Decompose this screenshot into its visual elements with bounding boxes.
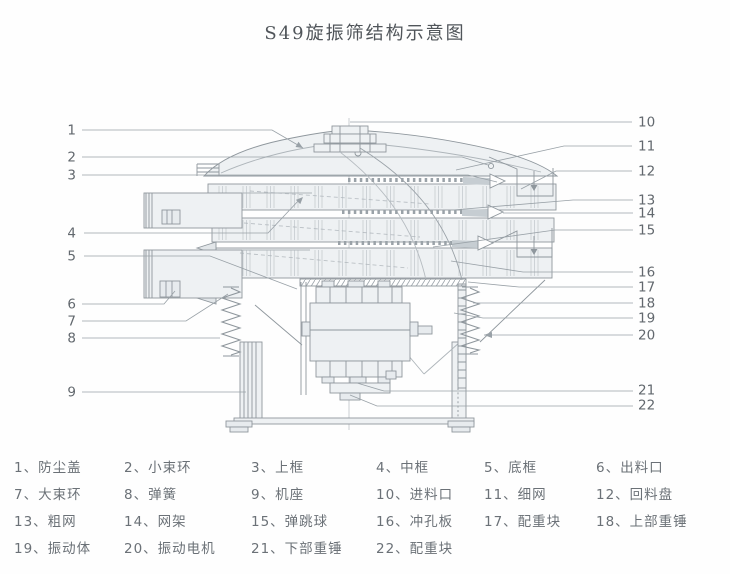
callout-number-10: 10 [638,115,655,131]
legend-item-11: 11、细网 [484,486,547,503]
machine-drawing [143,118,559,433]
legend-item-18: 18、上部重锤 [596,513,688,530]
leader-11 [455,145,632,171]
return-duct-upper [488,156,554,197]
return-duct-lower [491,228,553,258]
leader-3 [82,174,498,183]
spout-arrow [487,204,505,220]
callout-number-16: 16 [638,265,655,281]
leader-7 [82,293,229,322]
callout-number-13: 13 [638,193,655,209]
callout-number-21: 21 [638,383,655,399]
legend-item-10: 10、进料口 [376,486,454,503]
page-title: S49旋振筛结构示意图 [264,23,466,44]
leader-6 [82,290,176,305]
callout-number-12: 12 [638,164,655,180]
left-callout-numbers: 1 2 3 4 5 678 9 [67,123,76,401]
legend-item-13: 13、粗网 [14,513,77,530]
legend-item-2: 2、小束环 [124,459,192,476]
legend-item-7: 7、大束环 [14,486,82,503]
callout-number-22: 22 [638,398,655,414]
callout-number-5: 5 [67,249,76,265]
legend-item-14: 14、网架 [124,513,187,530]
left-chute-upper [143,192,312,229]
leader-22 [349,394,633,407]
leader-13 [452,199,633,211]
leader-2 [82,156,489,166]
leader-lines [82,121,633,407]
callout-number-15: 15 [638,223,655,239]
callout-number-20: 20 [638,328,655,344]
leader-1 [82,129,304,149]
legend-item-6: 6、出料口 [596,459,664,476]
legend-item-19: 19、振动体 [14,540,92,557]
vibration-motor [301,280,433,401]
legend-item-5: 5、底框 [484,459,538,476]
callout-number-6: 6 [67,297,76,313]
legend-item-20: 20、振动电机 [124,540,216,557]
legend-item-21: 21、下部重锤 [251,540,343,557]
callout-number-4: 4 [67,226,76,242]
callout-number-17: 17 [638,280,655,296]
parts-legend: 1、防尘盖 2、小束环 3、上框 4、中框 5、底框 6、出料口 7、大束环 8、弹簧 9、机座… [14,452,728,560]
callout-number-3: 3 [67,168,76,184]
left-chute-lower [143,249,310,299]
legend-item-12: 12、回料盘 [596,486,674,503]
leader-4 [84,198,301,234]
spout-arrow [489,173,507,189]
leader-21 [356,382,633,392]
legend-item-17: 17、配重块 [484,513,562,530]
leader-12 [520,170,632,190]
small-clamp-ring [487,162,495,170]
callout-number-11: 11 [638,139,655,155]
callout-number-19: 19 [638,311,655,327]
legend-item-3: 3、上框 [251,459,305,476]
legend-item-9: 9、机座 [251,486,305,503]
legend-item-22: 22、配重块 [376,540,454,557]
callout-number-1: 1 [67,123,76,139]
callout-number-7: 7 [67,314,76,330]
upper-weight [315,286,403,304]
leader-16 [450,260,633,273]
leader-19 [453,312,633,319]
screen-mesh-bands [338,173,507,251]
callout-number-2: 2 [67,150,76,166]
leader-15 [432,229,633,248]
callout-number-14: 14 [638,206,655,222]
legend-item-4: 4、中框 [376,459,430,476]
dust-cover [202,129,559,177]
legend-item-16: 16、冲孔板 [376,513,454,530]
motor-body [309,302,411,362]
feed-inlet [313,125,387,153]
leader-5 [84,255,298,290]
legend-item-1: 1、防尘盖 [14,459,82,476]
spring-right [458,286,482,355]
leader-17 [467,281,633,288]
callout-number-8: 8 [67,331,76,347]
callout-number-9: 9 [67,385,76,401]
callout-number-18: 18 [638,296,655,312]
legend-item-8: 8、弹簧 [124,486,178,503]
legend-item-15: 15、弹跳球 [251,513,329,530]
